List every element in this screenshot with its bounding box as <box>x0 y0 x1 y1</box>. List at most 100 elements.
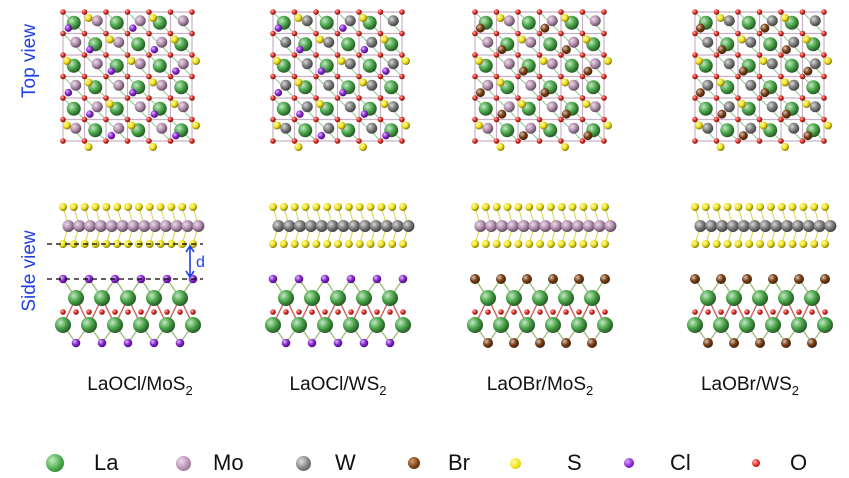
s-atom <box>701 240 710 248</box>
br-atom <box>483 338 493 348</box>
o-atom <box>124 73 131 80</box>
s-atom <box>279 240 288 248</box>
s-atom <box>402 121 410 130</box>
s-atom <box>492 203 501 211</box>
br-atom <box>781 109 791 119</box>
cl-atom <box>129 24 137 32</box>
mo-atom <box>546 101 558 113</box>
o-atom <box>821 95 827 101</box>
s-atom <box>539 57 548 65</box>
la-atom <box>356 290 372 306</box>
o-atom <box>112 309 118 315</box>
s-atom <box>716 78 725 87</box>
mo-atom <box>170 220 183 232</box>
o-atom <box>735 116 741 123</box>
cl-atom <box>360 45 369 54</box>
w-atom <box>294 220 307 232</box>
la-atom <box>88 123 103 138</box>
o-atom <box>735 138 741 144</box>
la-atom <box>500 123 515 138</box>
w-atom <box>380 220 393 232</box>
la-atom <box>571 317 587 333</box>
la-atom <box>133 317 149 333</box>
s-atom <box>568 240 577 248</box>
w-atom <box>402 220 415 232</box>
s-atom <box>723 203 732 211</box>
o-atom <box>60 73 66 80</box>
s-atom <box>312 203 321 211</box>
la-atom <box>784 58 799 73</box>
o-atom <box>799 138 806 144</box>
s-atom <box>734 203 743 211</box>
s-atom <box>518 100 526 108</box>
la-atom-icon <box>46 454 64 472</box>
o-atom <box>167 30 174 37</box>
w-atom <box>283 220 296 232</box>
o-atom <box>164 309 170 315</box>
br-atom <box>695 23 705 33</box>
o-atom <box>399 116 405 123</box>
s-atom <box>63 57 71 65</box>
s-atom <box>503 203 512 211</box>
o-atom <box>103 9 109 15</box>
o-atom <box>821 138 827 144</box>
s-atom <box>334 203 342 211</box>
o-atom <box>356 52 362 58</box>
mo-atom <box>105 220 118 232</box>
cl-atom <box>339 88 347 97</box>
s-atom <box>337 57 346 65</box>
mo-atom <box>561 220 574 232</box>
w-atom <box>716 220 729 232</box>
s-atom <box>355 203 364 211</box>
br-atom <box>755 338 765 348</box>
la-atom <box>545 317 561 333</box>
o-atom <box>334 30 341 37</box>
mo-atom <box>91 101 103 113</box>
s-atom <box>557 203 566 211</box>
o-atom <box>270 138 276 144</box>
o-atom <box>713 116 720 123</box>
o-atom <box>713 30 720 37</box>
w-atom <box>272 220 285 232</box>
br-atom <box>807 338 817 348</box>
la-atom <box>519 317 535 333</box>
o-atom <box>735 9 741 15</box>
la-atom <box>107 317 123 333</box>
w-atom <box>745 122 757 134</box>
o-atom <box>558 30 564 37</box>
br-atom <box>768 274 778 284</box>
s-atom <box>323 240 332 248</box>
mo-atom <box>177 101 189 113</box>
s-atom <box>745 240 754 248</box>
s-atom <box>475 121 483 130</box>
s-atom <box>344 240 353 248</box>
o-atom <box>735 95 741 101</box>
s-atom <box>503 240 512 248</box>
legend-o: O <box>752 450 807 476</box>
s-atom <box>810 240 819 248</box>
s-atom <box>723 240 732 248</box>
o-atom <box>356 30 362 37</box>
s-atom <box>810 203 819 211</box>
o-atom <box>291 138 298 144</box>
o-atom <box>335 309 341 315</box>
br-atom <box>509 338 519 348</box>
mo-atom <box>525 79 537 91</box>
cl-atom <box>150 45 159 54</box>
o-atom <box>778 30 784 37</box>
w-atom <box>366 122 378 134</box>
br-atom <box>497 45 507 55</box>
o-atom <box>377 73 384 80</box>
cl-atom <box>172 67 180 75</box>
br-atom <box>738 131 748 141</box>
o-atom <box>124 9 131 15</box>
s-atom <box>377 240 386 248</box>
w-atom <box>745 36 757 48</box>
w-atom <box>323 36 335 48</box>
s-atom <box>192 57 200 65</box>
mo-atom <box>159 220 172 232</box>
o-atom <box>713 138 720 144</box>
mo-atom <box>91 15 103 27</box>
s-atom <box>788 240 797 248</box>
o-atom <box>60 138 66 144</box>
